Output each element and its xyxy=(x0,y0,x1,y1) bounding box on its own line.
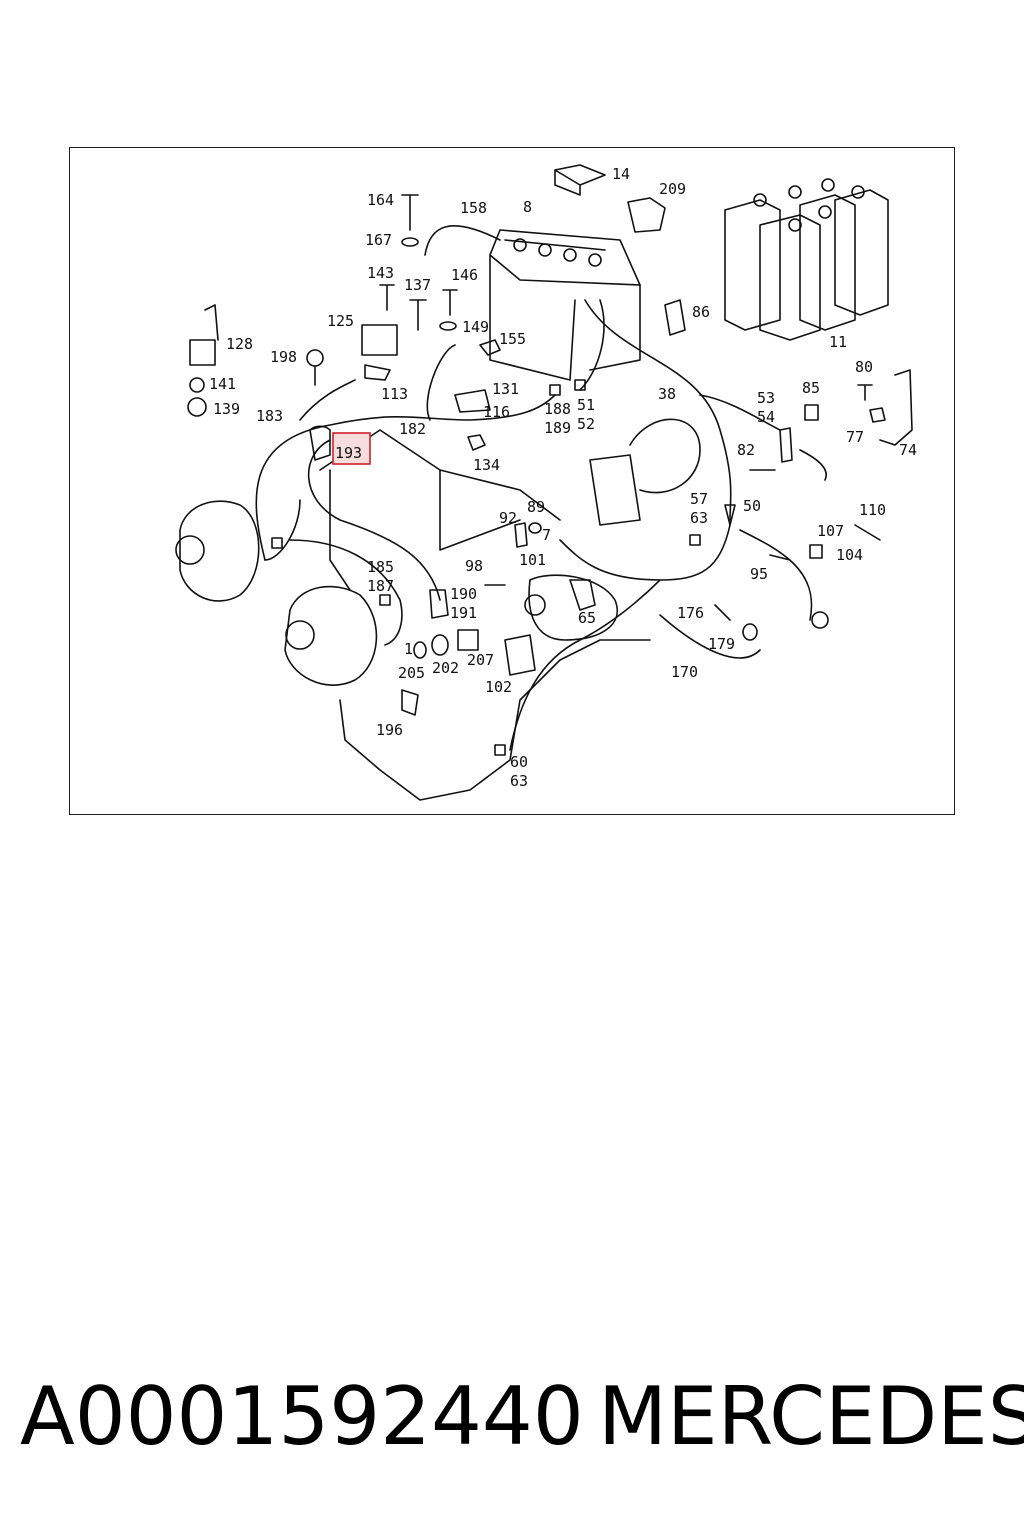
part-label: 205 xyxy=(398,664,425,682)
part-label: 86 xyxy=(692,303,710,321)
part-label: 54 xyxy=(757,408,775,426)
part-label: 102 xyxy=(485,678,512,696)
part-label: 207 xyxy=(467,651,494,669)
part-label: 92 xyxy=(499,509,517,527)
part-label: 198 xyxy=(270,348,297,366)
highlighted-part-box xyxy=(332,432,371,465)
part-label: 176 xyxy=(677,604,704,622)
footer: A0001592440 MERCEDES xyxy=(0,1370,1024,1470)
part-label: 1 xyxy=(404,640,413,658)
part-label: 170 xyxy=(671,663,698,681)
brand-name: MERCEDES xyxy=(598,1370,1024,1463)
part-label: 179 xyxy=(708,635,735,653)
part-label: 146 xyxy=(451,266,478,284)
part-label: 85 xyxy=(802,379,820,397)
part-label: 53 xyxy=(757,389,775,407)
part-label: 65 xyxy=(578,609,596,627)
part-label: 89 xyxy=(527,498,545,516)
part-label: 60 xyxy=(510,753,528,771)
part-label: 95 xyxy=(750,565,768,583)
part-label: 82 xyxy=(737,441,755,459)
diagram-frame xyxy=(69,147,955,815)
part-label: 182 xyxy=(399,420,426,438)
part-label: 137 xyxy=(404,276,431,294)
part-label: 11 xyxy=(829,333,847,351)
part-label: 74 xyxy=(899,441,917,459)
part-label: 196 xyxy=(376,721,403,739)
part-label: 110 xyxy=(859,501,886,519)
part-label: 167 xyxy=(365,231,392,249)
part-label: 116 xyxy=(483,403,510,421)
part-label: 155 xyxy=(499,330,526,348)
part-label: 149 xyxy=(462,318,489,336)
part-label: 139 xyxy=(213,400,240,418)
part-label: 141 xyxy=(209,375,236,393)
part-label: 189 xyxy=(544,419,571,437)
part-label: 191 xyxy=(450,604,477,622)
part-label: 164 xyxy=(367,191,394,209)
part-label: 57 xyxy=(690,490,708,508)
part-label: 113 xyxy=(381,385,408,403)
part-labels: 193 14 209 164 158 8 167 143 137 146 125… xyxy=(209,165,917,790)
part-label: 104 xyxy=(836,546,863,564)
part-label: 183 xyxy=(256,407,283,425)
part-label: 52 xyxy=(577,415,595,433)
part-label-193: 193 xyxy=(335,444,362,462)
diagram-linework xyxy=(175,164,913,801)
part-label: 187 xyxy=(367,577,394,595)
part-label: 63 xyxy=(510,772,528,790)
part-label: 51 xyxy=(577,396,595,414)
part-label: 209 xyxy=(659,180,686,198)
part-label: 131 xyxy=(492,380,519,398)
part-label: 7 xyxy=(542,526,551,544)
part-label: 77 xyxy=(846,428,864,446)
part-label: 143 xyxy=(367,264,394,282)
part-label: 158 xyxy=(460,199,487,217)
part-label: 101 xyxy=(519,551,546,569)
part-label: 125 xyxy=(327,312,354,330)
part-label: 185 xyxy=(367,558,394,576)
part-label: 50 xyxy=(743,497,761,515)
part-label: 188 xyxy=(544,400,571,418)
part-label: 134 xyxy=(473,456,500,474)
part-label: 14 xyxy=(612,165,630,183)
part-label: 128 xyxy=(226,335,253,353)
part-label: 38 xyxy=(658,385,676,403)
part-label: 80 xyxy=(855,358,873,376)
part-label: 63 xyxy=(690,509,708,527)
part-label: 98 xyxy=(465,557,483,575)
part-label: 190 xyxy=(450,585,477,603)
part-label: 107 xyxy=(817,522,844,540)
part-label: 202 xyxy=(432,659,459,677)
part-label: 8 xyxy=(523,198,532,216)
part-number: A0001592440 xyxy=(20,1370,584,1463)
